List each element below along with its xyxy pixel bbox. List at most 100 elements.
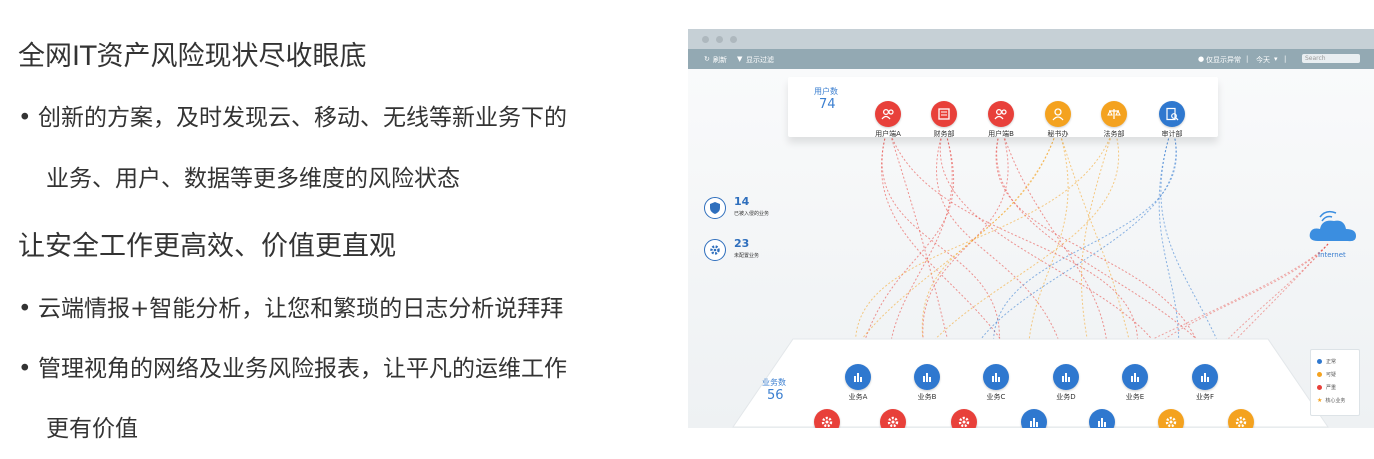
user-label-4: 法务部	[1103, 130, 1125, 138]
legend-label-normal: 正常	[1326, 359, 1337, 365]
internet-connection-line	[1033, 243, 1329, 410]
legend-dot-normal	[1317, 359, 1322, 364]
connection-line	[936, 126, 1067, 365]
business-row2-node-1[interactable]	[880, 409, 906, 428]
business-node-2[interactable]	[983, 364, 1009, 390]
business-label-4: 业务E	[1125, 393, 1145, 401]
business-node-3[interactable]	[1053, 364, 1079, 390]
bar-chart-icon	[1027, 415, 1041, 428]
shield-icon	[704, 197, 726, 219]
business-row2-node-4[interactable]	[1089, 409, 1115, 428]
business-node-1[interactable]	[914, 364, 940, 390]
business-row2-node-0[interactable]	[814, 409, 840, 428]
users-icon	[881, 107, 895, 121]
user-node-0[interactable]	[875, 101, 901, 127]
business-label-5: 业务F	[1195, 393, 1215, 401]
refresh-icon[interactable]: ↻	[704, 55, 710, 63]
legend-item-suspicious: 可疑	[1317, 371, 1336, 378]
internet-label: Internet	[1318, 251, 1346, 259]
window-close-dot[interactable]	[702, 36, 709, 43]
legend-label-core: 核心业务	[1325, 398, 1346, 404]
user-node-4[interactable]	[1101, 101, 1127, 127]
user-label-1: 财务部	[933, 130, 955, 138]
connection-line	[921, 126, 1059, 365]
user-count-label: 用户数	[814, 87, 838, 96]
legend: 正常 可疑 严重 ★核心业务	[1310, 349, 1360, 416]
person-icon	[1051, 107, 1065, 121]
core-gear-icon	[957, 415, 971, 428]
bullet-1-line-1: 创新的方案，及时发现云、移动、无线等新业务下的	[38, 105, 567, 131]
user-label-0: 用户端A	[875, 130, 901, 138]
filter-icon[interactable]: ▼	[737, 55, 743, 63]
refresh-button[interactable]: 刷新	[713, 56, 727, 64]
business-node-5[interactable]	[1192, 364, 1218, 390]
business-label-0: 业务A	[848, 393, 868, 401]
user-node-1[interactable]	[931, 101, 957, 127]
business-count-value: 56	[767, 388, 784, 403]
chevron-down-icon[interactable]: ▾	[1274, 55, 1278, 63]
business-row2-node-5[interactable]	[1158, 409, 1184, 428]
toolbar: ↻ 刷新 ▼ 显示过滤 ● 仅显示异常 | 今天 ▾ | Search	[688, 49, 1374, 69]
internet-connection-line	[1134, 243, 1329, 365]
show-abnormal-label: 仅显示异常	[1206, 56, 1241, 64]
unconfigured-label: 未配置业务	[734, 253, 760, 259]
compromised-count: 14	[734, 195, 750, 208]
window-minimize-dot[interactable]	[716, 36, 723, 43]
internet-connection-line	[1170, 243, 1329, 410]
heading-efficiency: 让安全工作更高效、价值更直观	[18, 231, 396, 262]
business-row2-node-2[interactable]	[951, 409, 977, 428]
legend-item-severe: 严重	[1317, 384, 1336, 391]
abnormal-checkbox[interactable]: ●	[1198, 55, 1205, 63]
toolbar-separator-2: |	[1284, 55, 1287, 63]
bullet-1-line-2: 业务、用户、数据等更多维度的风险状态	[46, 166, 460, 192]
legend-label-suspicious: 可疑	[1326, 372, 1337, 378]
bar-chart-icon	[989, 370, 1003, 384]
scale-icon	[1107, 107, 1121, 121]
audit-icon	[1165, 107, 1179, 121]
bullet-marker: •	[18, 296, 32, 322]
filter-button[interactable]: 显示过滤	[746, 56, 774, 64]
user-count-value: 74	[819, 97, 836, 112]
bullet-3-line-1: 管理视角的网络及业务风险报表，让平凡的运维工作	[38, 356, 567, 382]
connection-lines	[826, 126, 1329, 410]
date-range-select[interactable]: 今天	[1256, 56, 1270, 64]
business-node-4[interactable]	[1122, 364, 1148, 390]
user-node-5[interactable]	[1159, 101, 1185, 127]
business-label-1: 业务B	[917, 393, 937, 401]
user-label-3: 秘书办	[1047, 130, 1069, 138]
compromised-label: 已被入侵的业务	[734, 211, 770, 217]
connection-line	[940, 126, 1174, 410]
core-gear-icon	[1164, 415, 1178, 428]
legend-dot-suspicious	[1317, 372, 1322, 377]
connection-line	[1027, 126, 1069, 410]
search-input[interactable]: Search	[1302, 54, 1360, 63]
business-row2-node-3[interactable]	[1021, 409, 1047, 428]
core-gear-icon	[820, 415, 834, 428]
bullet-marker: •	[18, 105, 32, 131]
heading-asset-risk: 全网IT资产风险现状尽收眼底	[18, 41, 367, 72]
legend-item-normal: 正常	[1317, 358, 1336, 365]
user-node-2[interactable]	[988, 101, 1014, 127]
feature-description: 全网IT资产风险现状尽收眼底 •创新的方案，及时发现云、移动、无线等新业务下的 …	[0, 0, 670, 459]
business-row2-node-6[interactable]	[1228, 409, 1254, 428]
business-count-label: 业务数	[762, 378, 786, 387]
connection-line	[857, 126, 955, 365]
connection-line	[1160, 126, 1242, 410]
finance-icon	[937, 107, 951, 121]
connection-line	[887, 126, 1138, 365]
cloud-icon	[1309, 210, 1356, 242]
business-node-0[interactable]	[845, 364, 871, 390]
bar-chart-icon	[1059, 370, 1073, 384]
window-titlebar	[688, 29, 1374, 49]
window-maximize-dot[interactable]	[730, 36, 737, 43]
users-icon	[994, 107, 1008, 121]
legend-item-core: ★核心业务	[1317, 397, 1345, 404]
bullet-item-1: •创新的方案，及时发现云、移动、无线等新业务下的	[18, 98, 567, 132]
business-label-2: 业务C	[986, 393, 1006, 401]
unconfigured-count: 23	[734, 237, 750, 250]
bullet-item-2: •云端情报+智能分析，让您和繁琐的日志分析说拜拜	[18, 289, 563, 323]
internet-connection-line	[1204, 243, 1329, 365]
connection-line	[995, 126, 1206, 365]
user-node-3[interactable]	[1045, 101, 1071, 127]
